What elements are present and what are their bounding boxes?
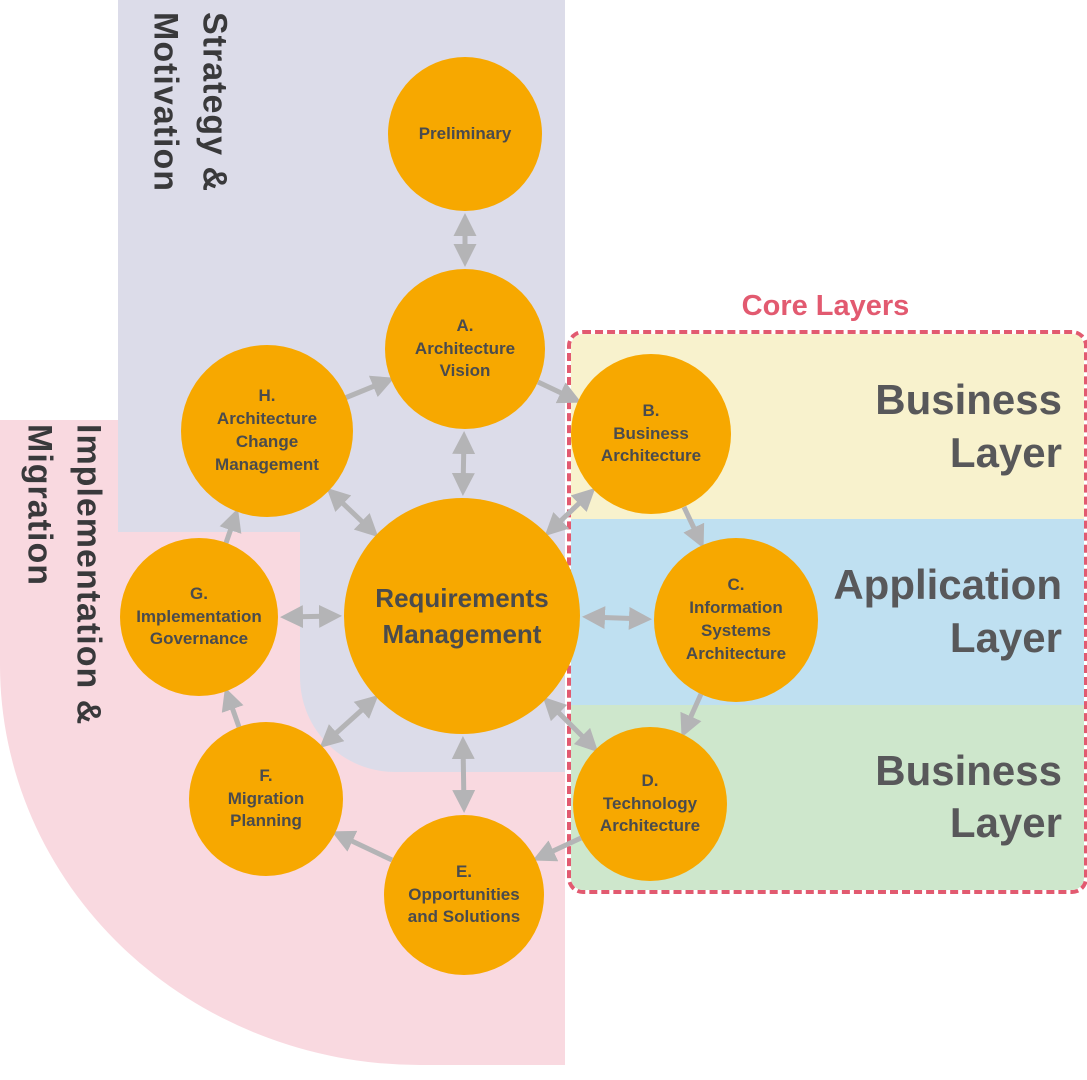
application-layer-label: Application Layer	[833, 561, 1062, 661]
node-information-systems-architecture-label: C. Information Systems Architecture	[685, 575, 787, 663]
node-information-systems-architecture: C. Information Systems Architecture	[654, 538, 818, 702]
business-layer-label: Business Layer	[875, 376, 1062, 476]
node-architecture-vision-label: A. Architecture Vision	[414, 315, 516, 381]
node-architecture-change-management: H. Architecture Change Management	[181, 345, 353, 517]
node-architecture-vision: A. Architecture Vision	[385, 269, 545, 429]
core-layers-title: Core Layers	[741, 290, 910, 322]
node-preliminary: Preliminary	[388, 57, 542, 211]
node-business-architecture-label: B. Business Architecture	[600, 400, 702, 466]
node-technology-architecture-label: D. Technology Architecture	[599, 770, 701, 836]
implementation-migration-label: Implementation & Migration	[20, 424, 108, 726]
node-opportunities-and-solutions: E. Opportunities and Solutions	[384, 815, 544, 975]
node-implementation-governance: G. Implementation Governance	[120, 538, 278, 696]
node-migration-planning: F. Migration Planning	[189, 722, 343, 876]
node-migration-planning-label: F. Migration Planning	[227, 765, 305, 831]
node-architecture-change-management-label: H. Architecture Change Management	[215, 386, 319, 474]
node-requirements-management: Requirements Management	[344, 498, 580, 734]
technology-layer-label: Business Layer	[875, 746, 1062, 847]
band-application-layer: Application Layer	[571, 519, 1084, 705]
node-requirements-management-label: Requirements Management	[375, 582, 549, 649]
node-implementation-governance-label: G. Implementation Governance	[136, 583, 262, 649]
node-opportunities-and-solutions-label: E. Opportunities and Solutions	[407, 861, 521, 927]
node-preliminary-label: Preliminary	[418, 123, 512, 143]
node-business-architecture: B. Business Architecture	[571, 354, 731, 514]
strategy-motivation-label: Strategy & Motivation	[146, 12, 234, 193]
node-technology-architecture: D. Technology Architecture	[573, 727, 727, 881]
